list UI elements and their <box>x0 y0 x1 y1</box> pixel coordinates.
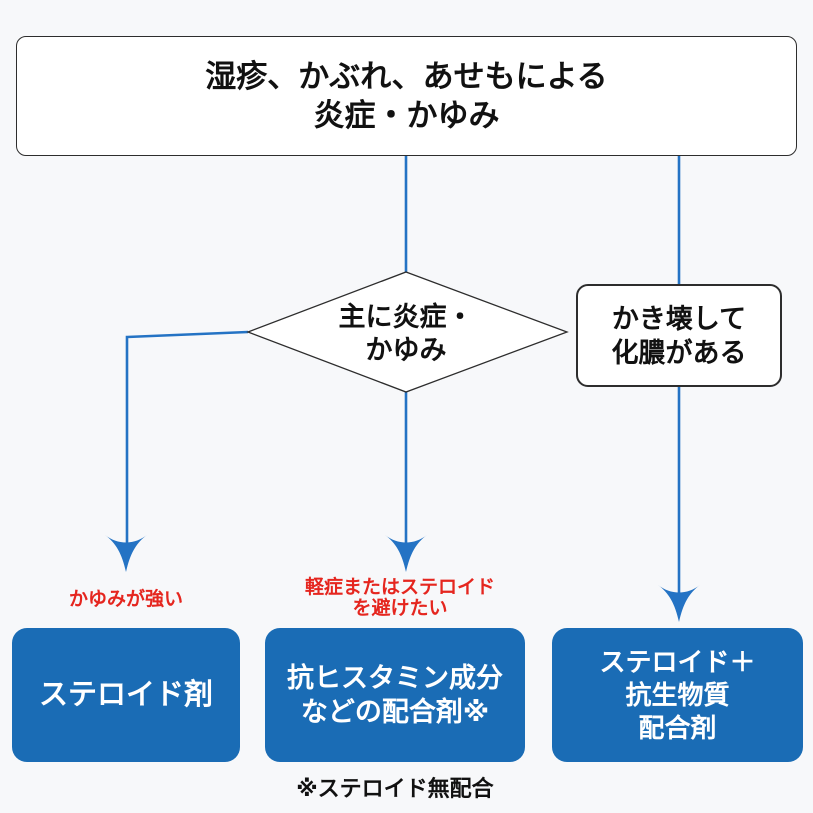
result-right-text-line2: 抗生物質 <box>625 679 730 710</box>
connector-decision-to-left-result <box>125 330 249 546</box>
arrowhead-right-icon <box>658 585 700 622</box>
start-node: 湿疹、かぶれ、あせもによる 炎症・かゆみ <box>16 36 797 156</box>
result-left-text-line1: ステロイド剤 <box>38 679 213 711</box>
right-condition-text-line1: かき壊して <box>611 303 747 334</box>
decision-text-line1: 主に炎症・ <box>338 302 474 332</box>
result-middle-text-line1: 抗ヒスタミン成分 <box>287 663 503 693</box>
decision-text-line2: かゆみ <box>365 335 447 365</box>
right-condition-text-line2: 化膿がある <box>611 337 747 368</box>
branch-note-middle-line1: 軽症またはステロイド <box>304 577 495 598</box>
decision-diamond <box>246 271 569 393</box>
result-right-text-line3: 配合剤 <box>638 712 717 743</box>
right-condition-node: かき壊して 化膿がある <box>576 284 782 387</box>
result-node-steroid: ステロイド剤 <box>12 628 240 762</box>
arrowhead-middle-icon <box>385 535 427 572</box>
footnote-text: ※ステロイド無配合 <box>296 776 494 801</box>
result-middle-text-line2: などの配合剤※ <box>300 697 490 727</box>
start-node-text-line2: 炎症・かゆみ <box>313 98 500 133</box>
start-node-text-line1: 湿疹、かぶれ、あせもによる <box>205 59 608 94</box>
result-right-text-line1: ステロイド＋ <box>599 646 756 677</box>
arrowhead-left-icon <box>105 535 147 572</box>
branch-note-left: かゆみが強い <box>26 589 226 610</box>
result-node-steroid-antibiotic: ステロイド＋ 抗生物質 配合剤 <box>552 628 803 762</box>
result-node-antihistamine: 抗ヒスタミン成分 などの配合剤※ <box>265 628 525 762</box>
branch-note-middle: 軽症またはステロイド を避けたい <box>294 577 506 619</box>
branch-note-middle-line2: を避けたい <box>352 598 448 619</box>
decision-node-label: 主に炎症・ かゆみ <box>286 301 526 367</box>
footnote: ※ステロイド無配合 <box>265 771 525 803</box>
branch-note-left-text: かゆみが強い <box>68 589 183 610</box>
